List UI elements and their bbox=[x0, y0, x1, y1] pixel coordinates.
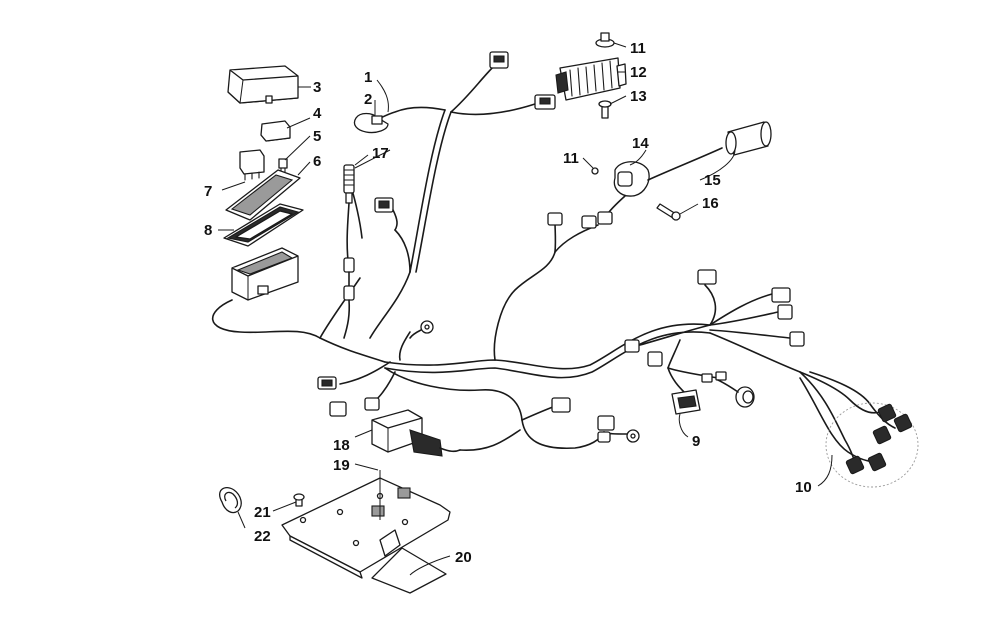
fuse bbox=[278, 158, 288, 173]
callout-6: 6 bbox=[313, 153, 321, 170]
connector-mid-left bbox=[374, 197, 398, 231]
connector-9 bbox=[671, 389, 701, 415]
callout-3: 3 bbox=[313, 79, 321, 96]
callout-15: 15 bbox=[704, 172, 721, 189]
fuse-box-base bbox=[231, 247, 299, 301]
voltage-regulator bbox=[555, 57, 627, 101]
callout-21: 21 bbox=[254, 504, 271, 521]
pad bbox=[371, 547, 447, 594]
connector-lower-left-1 bbox=[317, 376, 337, 390]
switch-screw bbox=[656, 203, 681, 221]
ignition-switch bbox=[547, 147, 723, 229]
callout-22: 22 bbox=[254, 528, 271, 545]
connector-top-1 bbox=[489, 51, 509, 69]
callout-19: 19 bbox=[333, 457, 350, 474]
bolt bbox=[598, 100, 612, 119]
relay-small bbox=[260, 120, 291, 142]
callout-16: 16 bbox=[702, 195, 719, 212]
cable-tie-22 bbox=[219, 487, 242, 514]
callout-labels: 1 2 3 4 5 6 7 8 9 10 11 11 12 13 14 15 1… bbox=[204, 40, 812, 566]
connector-right-group bbox=[624, 269, 805, 383]
connector-lower-left-2 bbox=[329, 397, 380, 417]
connector-center bbox=[551, 397, 615, 443]
relay bbox=[239, 149, 265, 181]
callout-8: 8 bbox=[204, 222, 212, 239]
callout-12: 12 bbox=[630, 64, 647, 81]
callout-7: 7 bbox=[204, 183, 212, 200]
callout-11-top: 11 bbox=[630, 40, 646, 57]
callout-5: 5 bbox=[313, 128, 321, 145]
callout-20: 20 bbox=[455, 549, 472, 566]
screw-21 bbox=[293, 493, 305, 507]
leader-lines bbox=[218, 42, 833, 576]
mounting-plate bbox=[281, 477, 451, 579]
fuse-box-lid bbox=[227, 65, 299, 104]
callout-11-switch: 11 bbox=[563, 150, 579, 167]
grip-handle bbox=[725, 121, 772, 156]
ring-terminal-1 bbox=[409, 320, 434, 339]
gasket bbox=[223, 203, 304, 247]
module bbox=[371, 409, 461, 457]
sensor bbox=[343, 164, 355, 339]
callout-10: 10 bbox=[795, 479, 812, 496]
fuse-panel-board bbox=[225, 169, 301, 221]
wire-clip bbox=[353, 112, 389, 134]
connector-top-2 bbox=[534, 94, 556, 110]
callout-14: 14 bbox=[632, 135, 649, 152]
callout-9: 9 bbox=[692, 433, 700, 450]
callout-17: 17 bbox=[372, 145, 389, 162]
washer bbox=[595, 32, 615, 48]
main-harness bbox=[211, 64, 896, 469]
callout-13: 13 bbox=[630, 88, 647, 105]
indicator-lamp bbox=[717, 379, 755, 408]
connector-10-group bbox=[825, 402, 919, 488]
callout-2: 2 bbox=[364, 91, 372, 108]
callout-4: 4 bbox=[313, 105, 322, 122]
callout-18: 18 bbox=[333, 437, 350, 454]
callout-1: 1 bbox=[364, 69, 372, 86]
